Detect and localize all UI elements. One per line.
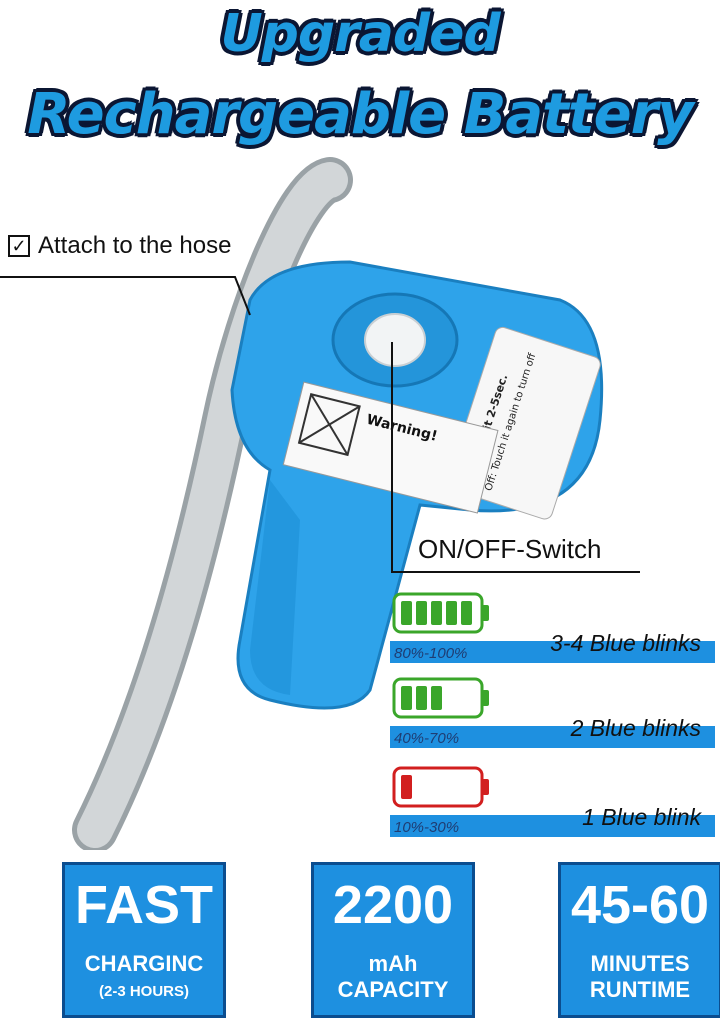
badge-headline: 2200 <box>332 875 454 935</box>
battery-level-medium: 40%-70% 2 Blue blinks <box>390 673 715 748</box>
attach-label: Attach to the hose <box>38 232 232 259</box>
badge-subtitle-2: CAPACITY <box>337 977 449 1002</box>
level-range: 10%-30% <box>394 819 460 836</box>
level-blinks: 1 Blue blink <box>582 804 701 830</box>
level-bar <box>390 641 715 663</box>
level-bar <box>390 726 715 748</box>
level-range: 80%-100% <box>394 645 468 662</box>
battery-tip <box>482 690 489 706</box>
level-range: 40%-70% <box>394 730 460 747</box>
battery-segment <box>431 601 442 625</box>
battery-pack-illustration: On: Hold it 2-5sec. Off: Touch it again … <box>0 157 640 850</box>
switch-callout-label: ON/OFF-Switch <box>418 534 602 564</box>
battery-level-low: 10%-30% 1 Blue blink <box>390 762 715 837</box>
badge-subtitle: MINUTES <box>590 951 690 976</box>
battery-full-icon <box>392 592 489 634</box>
title-line-1: Upgraded <box>220 4 500 64</box>
warning-label <box>282 381 499 514</box>
badge-headline: 45-60 <box>570 875 710 935</box>
checkmark-icon: ✓ <box>8 235 30 257</box>
badge-subtitle: mAh <box>368 951 418 976</box>
battery-segment <box>461 601 472 625</box>
badge-fast-charging: FAST CHARGINC (2-3 HOURS) <box>62 862 226 1018</box>
badge-runtime: 45-60 MINUTES RUNTIME <box>558 862 720 1018</box>
level-blinks: 2 Blue blinks <box>570 715 701 741</box>
attach-callout: ✓ Attach to the hose <box>8 232 231 260</box>
battery-segment <box>446 601 457 625</box>
badge-subtitle: CHARGINC <box>84 951 204 976</box>
battery-segment <box>416 601 427 625</box>
battery-segment <box>416 686 427 710</box>
battery-level-high: 80%-100% 3-4 Blue blinks <box>390 588 715 663</box>
attach-callout-line <box>0 276 251 316</box>
battery-segment <box>401 601 412 625</box>
level-bar <box>390 815 715 837</box>
battery-low-icon <box>392 766 489 808</box>
badge-note: (2-3 HOURS) <box>98 983 189 1000</box>
battery-medium-icon <box>392 677 489 719</box>
title-line-2: Rechargeable Battery <box>27 82 694 147</box>
battery-tip <box>482 779 489 795</box>
battery-tip <box>482 605 489 621</box>
switch-callout-line <box>391 342 640 573</box>
badge-capacity: 2200 mAh CAPACITY <box>311 862 475 1018</box>
level-blinks: 3-4 Blue blinks <box>550 630 701 656</box>
battery-segment <box>401 775 412 799</box>
battery-segment <box>401 686 412 710</box>
badge-headline: FAST <box>74 875 213 935</box>
battery-segment <box>431 686 442 710</box>
badge-subtitle-2: RUNTIME <box>589 977 691 1002</box>
